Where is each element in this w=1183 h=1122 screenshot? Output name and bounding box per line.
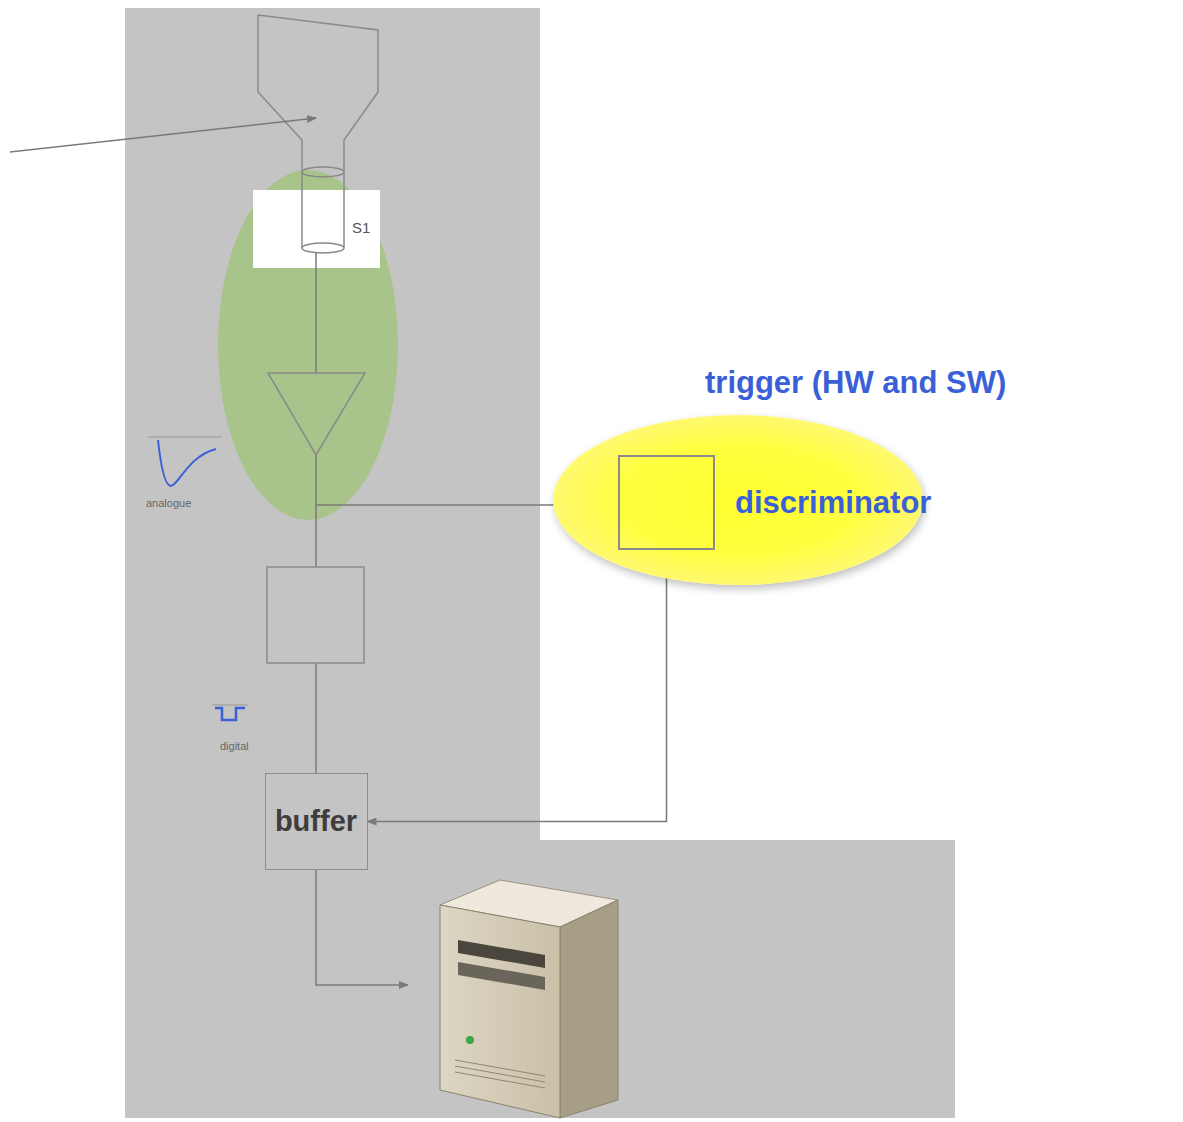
analogue-pulse-icon (148, 437, 222, 486)
discriminator-box: discriminator (618, 455, 931, 550)
particle-arrow (10, 118, 316, 152)
signal-type-label: digital (220, 740, 249, 752)
trigger-region: trigger (HW and SW)discriminator (553, 415, 923, 585)
discriminator-outline (618, 455, 715, 550)
trigger-connector (368, 550, 667, 822)
digital-pulse-icon (212, 705, 248, 720)
green-highlight (218, 170, 398, 520)
photomultiplier (258, 15, 378, 253)
box-label: buffer (275, 805, 357, 838)
computer-icon (440, 880, 618, 1118)
heading-label: trigger (HW and SW) (705, 365, 1006, 401)
signal-wire (316, 253, 615, 985)
adc-box (267, 567, 364, 663)
buffer-box: buffer (265, 773, 368, 870)
detector-label: S1 (352, 219, 370, 236)
heading-label: discriminator (735, 485, 931, 521)
signal-type-label: analogue (146, 497, 191, 509)
amplifier-symbol (268, 373, 365, 455)
background-panel (125, 8, 955, 1118)
